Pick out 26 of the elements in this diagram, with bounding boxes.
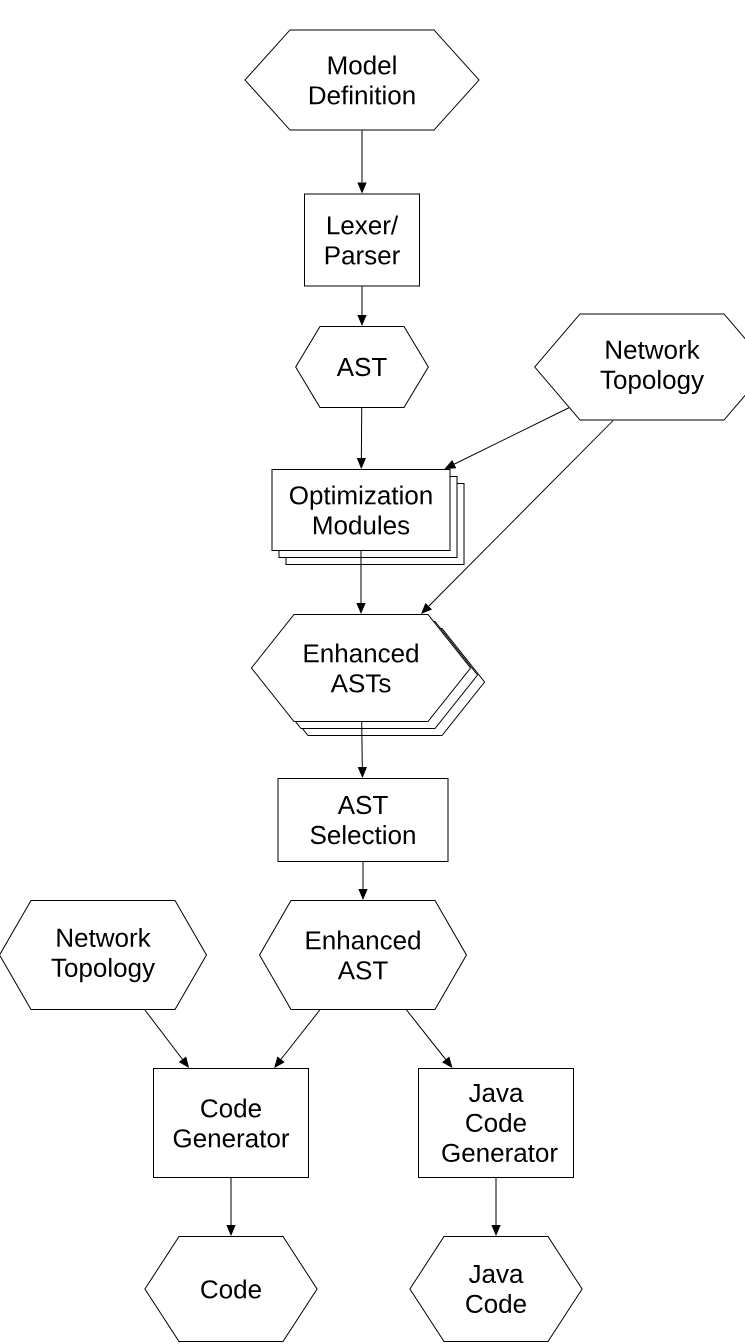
hexagon-node: Code <box>144 1236 318 1342</box>
hexagon-node: Enhanced AST <box>259 900 467 1010</box>
arrow <box>357 721 367 778</box>
arrow <box>144 1009 189 1068</box>
hexagon-node: AST <box>295 326 429 408</box>
hexagon-node: Network Topology <box>0 900 207 1010</box>
arrow <box>406 1009 453 1068</box>
hexagon-node: Model Definition <box>244 29 480 131</box>
arrow <box>226 1177 236 1236</box>
process-box: Lexer/ Parser <box>304 193 420 287</box>
arrow <box>421 420 614 614</box>
stacked-hexagons: Enhanced ASTs <box>250 614 486 736</box>
process-box: Code Generator <box>153 1068 309 1178</box>
hexagon-node: Java Code <box>409 1236 583 1342</box>
hexagon-node: Network Topology <box>534 313 745 421</box>
arrow <box>357 407 366 469</box>
arrow <box>356 550 366 614</box>
stacked-boxes: Optimization Modules <box>271 469 465 565</box>
arrow <box>357 130 367 193</box>
process-box: AST Selection <box>277 778 449 862</box>
arrow <box>491 1177 501 1236</box>
arrow <box>358 861 368 900</box>
arrow <box>357 286 367 326</box>
process-box: Java Code Generator <box>418 1068 574 1178</box>
arrow <box>274 1009 321 1068</box>
arrow <box>445 407 570 469</box>
